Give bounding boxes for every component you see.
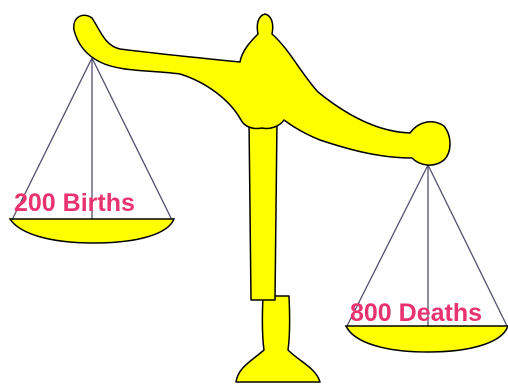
right-pan-label: 800 Deaths xyxy=(350,301,482,326)
left-pan xyxy=(10,219,174,243)
right-pan xyxy=(346,326,508,352)
left-pan-label: 200 Births xyxy=(14,191,135,216)
scale-column xyxy=(249,120,277,300)
scale-base xyxy=(236,296,320,382)
